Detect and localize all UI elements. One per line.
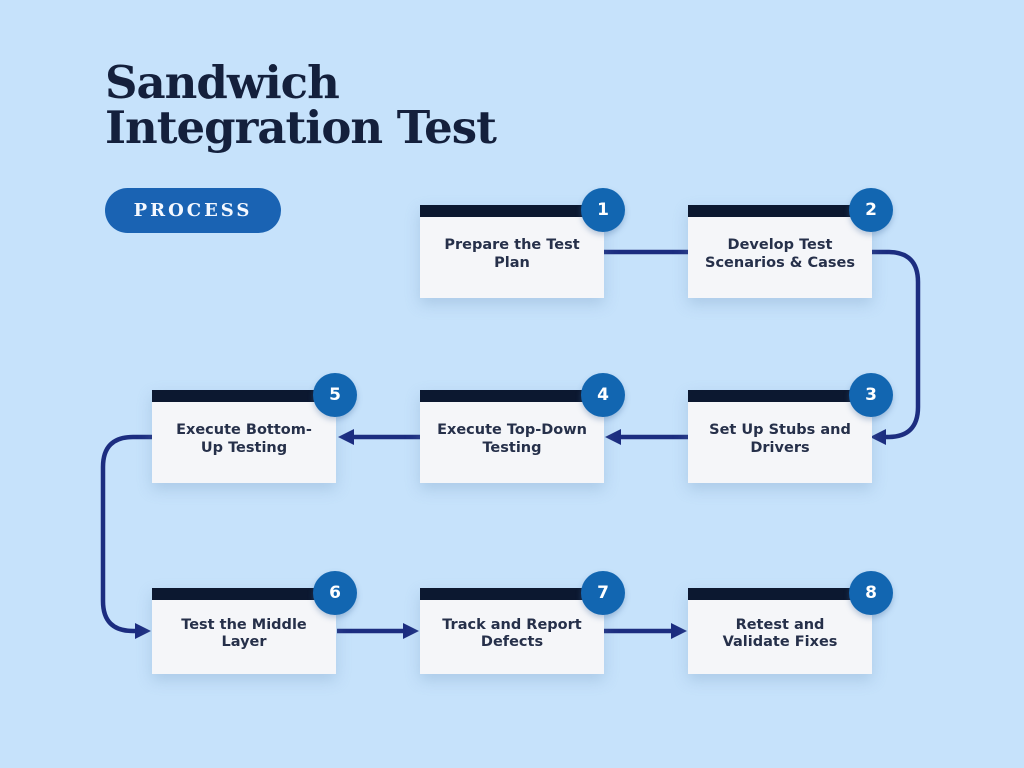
step-number-badge: 3	[849, 373, 893, 417]
step-number-badge: 7	[581, 571, 625, 615]
step-card-7: Track and Report Defects 7	[420, 571, 625, 674]
card-top-bar	[688, 588, 872, 600]
step-label: Track and Report Defects	[442, 616, 582, 650]
page-title-line2: Integration Test	[105, 101, 497, 154]
step-label: Execute Top-Down Testing	[437, 422, 587, 456]
card-top-bar	[420, 588, 604, 600]
arrowhead-step4	[605, 429, 621, 445]
step-card-8: Retest and Validate Fixes 8	[688, 571, 893, 674]
step-number-badge: 1	[581, 188, 625, 232]
step-label: Set Up Stubs and Drivers	[709, 422, 851, 456]
card-top-bar	[152, 390, 336, 402]
arrowhead-step8	[671, 623, 687, 639]
step-card-4: Execute Top-Down Testing 4	[420, 373, 625, 483]
step-label: Retest and Validate Fixes	[722, 616, 838, 650]
step-card-2: Develop Test Scenarios & Cases 2	[688, 188, 893, 298]
page-title: Sandwich Integration Test	[105, 56, 497, 154]
step-label: Execute Bottom-Up Testing	[176, 422, 312, 456]
step-label: Test the Middle Layer	[181, 616, 307, 650]
step-label: Develop Test Scenarios & Cases	[705, 237, 855, 271]
step-card-1: Prepare the Test Plan 1	[420, 188, 625, 298]
card-top-bar	[420, 205, 604, 217]
step-number-badge: 5	[313, 373, 357, 417]
arrowhead-step6	[135, 623, 151, 639]
process-badge-label: PROCESS	[133, 200, 253, 221]
step-number-badge: 2	[849, 188, 893, 232]
step-card-6: Test the Middle Layer 6	[152, 571, 357, 674]
step-number-badge: 8	[849, 571, 893, 615]
step-number-badge: 4	[581, 373, 625, 417]
connector-step5-step6	[100, 434, 152, 634]
page-title-line1: Sandwich	[105, 56, 340, 109]
step-card-5: Execute Bottom-Up Testing 5	[152, 373, 357, 483]
arrowhead-step7	[403, 623, 419, 639]
step-number-badge: 6	[313, 571, 357, 615]
card-top-bar	[688, 205, 872, 217]
arrowhead-step5	[338, 429, 354, 445]
step-card-3: Set Up Stubs and Drivers 3	[688, 373, 893, 483]
arrowhead-step3	[870, 429, 886, 445]
card-top-bar	[420, 390, 604, 402]
process-badge: PROCESS	[105, 188, 281, 233]
card-top-bar	[688, 390, 872, 402]
card-top-bar	[152, 588, 336, 600]
step-label: Prepare the Test Plan	[444, 237, 580, 271]
